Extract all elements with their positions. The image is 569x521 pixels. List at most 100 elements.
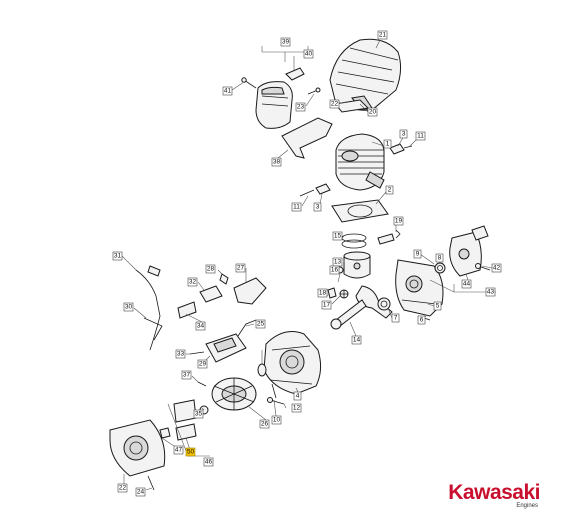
starter-part-50 [175,423,197,441]
svg-text:31: 31 [114,253,122,260]
svg-text:14: 14 [353,337,361,344]
brand-name: Kawasaki [448,481,540,504]
air-filter-38 [281,117,333,159]
terminal-28 [219,273,229,285]
svg-text:2: 2 [388,187,392,194]
svg-text:3: 3 [316,204,320,211]
callout-41: 41 [222,86,233,96]
svg-text:29: 29 [199,361,207,368]
svg-text:11: 11 [417,133,424,140]
svg-text:32: 32 [189,279,197,286]
cable-31 [135,269,161,351]
callout-29: 29 [197,359,208,369]
svg-text:22: 22 [331,101,339,108]
callout-24: 24 [135,487,146,497]
svg-text:41: 41 [224,88,232,95]
callout-21: 21 [377,30,388,40]
svg-text:19: 19 [395,218,403,225]
svg-text:1: 1 [386,141,390,148]
callout-28: 28 [205,264,216,274]
svg-text:25: 25 [257,321,265,328]
callout-47: 47 [173,445,184,455]
piston-ring-15b [341,239,367,249]
callout-31: 31 [112,251,123,261]
callout-5: 5 [433,301,442,311]
svg-text:9: 9 [416,251,420,258]
callout-26: 26 [259,419,270,429]
callout-42: 42 [491,263,502,273]
callout-37: 37 [181,370,192,380]
callout-2: 2 [385,185,394,195]
svg-text:10: 10 [273,417,281,424]
cable-30 [143,317,163,341]
svg-text:17: 17 [323,302,331,309]
svg-text:27: 27 [237,265,245,272]
kawasaki-logo: Kawasaki Engines [380,481,540,510]
svg-text:47: 47 [175,447,183,454]
callout-38: 38 [271,157,282,167]
oring-8 [257,363,267,377]
callout-1: 1 [383,139,392,149]
spark-plug-32 [199,285,223,303]
callout-35: 35 [193,409,204,419]
svg-text:28: 28 [207,266,215,273]
cylinder-gasket-2 [331,199,389,223]
cylinder [335,133,385,191]
svg-text:22: 22 [119,485,127,492]
callout-4: 4 [293,391,302,401]
seal-9 [434,262,446,274]
callout-17: 17 [321,300,332,310]
svg-text:21: 21 [379,32,387,39]
callout-22: 22 [117,483,128,493]
bolt-10 [271,383,277,399]
svg-text:26: 26 [261,421,269,428]
svg-text:34: 34 [197,323,205,330]
callout-6: 6 [417,315,426,325]
svg-text:15: 15 [334,233,342,240]
piston-pin-19 [377,233,395,245]
svg-text:4: 4 [296,393,300,400]
svg-text:50: 50 [187,449,195,456]
ignition-coil-29 [205,319,257,363]
svg-text:33: 33 [177,351,185,358]
clip-3b [315,183,331,195]
callout-23: 23 [295,102,306,112]
bearing-7 [377,297,391,311]
callout-43: 43 [485,287,496,297]
callout-3a: 3 [399,129,408,139]
svg-text:12: 12 [293,405,301,412]
callout-22b: 22 [329,99,340,109]
callout-12: 12 [291,403,302,413]
svg-text:8: 8 [438,255,442,262]
callout-14: 14 [351,335,362,345]
callout-11a: 11 [415,131,426,141]
svg-text:5: 5 [436,303,440,310]
svg-text:13: 13 [334,259,342,266]
callout-27: 27 [235,263,246,273]
clamp-34 [177,301,197,319]
pump-cover-44 [449,225,489,277]
svg-text:6: 6 [420,317,424,324]
callout-8: 8 [435,253,444,263]
callout-33: 33 [175,349,186,359]
crankcase-5 [395,259,444,317]
svg-text:37: 37 [183,372,191,379]
callout-13: 13 [332,257,343,267]
svg-text:24: 24 [137,489,145,496]
engine-cover [329,38,402,111]
svg-text:42: 42 [493,265,501,272]
callout-25: 25 [255,319,266,329]
callout-39: 39 [280,37,291,47]
svg-text:16: 16 [331,267,339,274]
svg-text:7: 7 [394,315,398,322]
flywheel-26 [211,377,257,411]
bracket-40 [285,67,305,81]
callout-15: 15 [332,231,343,241]
svg-text:35: 35 [195,411,203,418]
callout-20: 20 [367,107,378,117]
callout-50-highlighted: 50 [185,447,196,457]
callout-40: 40 [303,49,314,59]
callout-11b: 11 [291,202,302,212]
